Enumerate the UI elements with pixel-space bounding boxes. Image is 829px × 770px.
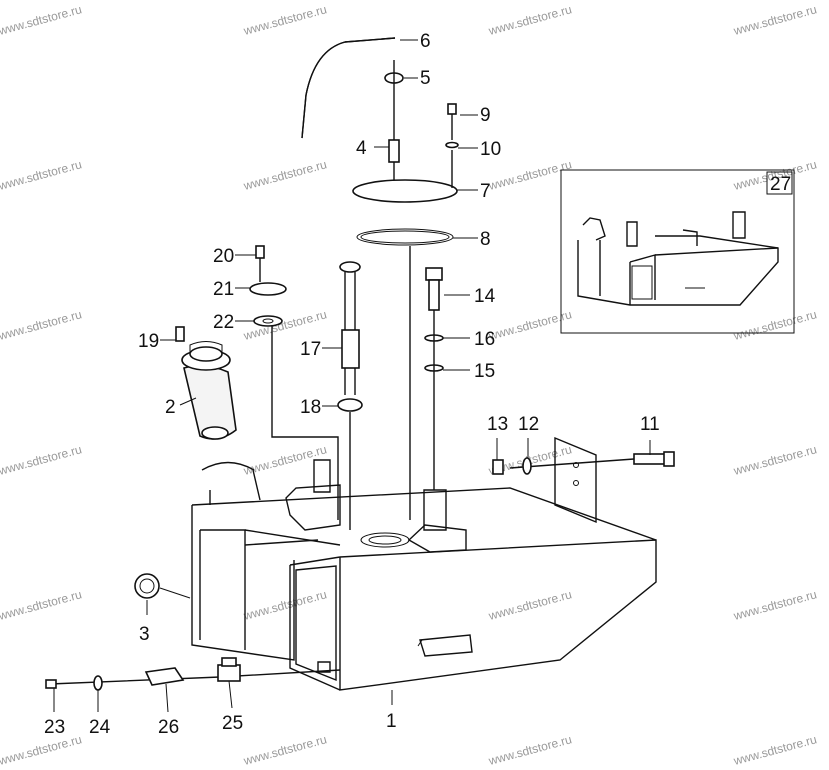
- callout-27: 27: [770, 174, 791, 195]
- watermark-text: www.sdtstore.ru: [241, 307, 328, 343]
- bolt-assembly: [424, 267, 444, 490]
- watermark-text: www.sdtstore.ru: [0, 307, 83, 343]
- callout-8: 8: [480, 229, 491, 250]
- washer: [445, 141, 459, 149]
- callout-15: 15: [474, 361, 495, 382]
- watermark-text: www.sdtstore.ru: [731, 442, 818, 478]
- filler-neck: [181, 341, 237, 440]
- assembly-inset: [560, 169, 795, 334]
- callout-5: 5: [420, 68, 431, 89]
- callout-17: 17: [300, 339, 321, 360]
- callout-26: 25: [222, 713, 243, 734]
- watermark-text: www.sdtstore.ru: [0, 157, 83, 193]
- vent-pipe: [301, 37, 396, 139]
- callout-22: 22: [213, 312, 234, 333]
- watermark-text: www.sdtstore.ru: [241, 587, 328, 623]
- gasket: [356, 228, 454, 246]
- callout-10: 10: [480, 139, 501, 160]
- watermark-text: www.sdtstore.ru: [731, 732, 818, 768]
- callout-16: 16: [474, 329, 495, 350]
- watermark-text: www.sdtstore.ru: [0, 732, 83, 768]
- watermark-text: www.sdtstore.ru: [241, 732, 328, 768]
- callout-18: 18: [300, 397, 321, 418]
- cap-plug: [134, 573, 160, 599]
- watermark-text: www.sdtstore.ru: [486, 732, 573, 768]
- watermark-text: www.sdtstore.ru: [486, 307, 573, 343]
- watermark-text: www.sdtstore.ru: [486, 587, 573, 623]
- callout-4: 4: [356, 138, 367, 159]
- callout-14: 14: [474, 286, 496, 307]
- sender-flange: [352, 179, 458, 203]
- callout-20: 20: [213, 246, 234, 267]
- callout-12: 12: [518, 414, 539, 435]
- watermark-text: www.sdtstore.ru: [731, 307, 818, 343]
- callout-6: 6: [420, 31, 431, 52]
- callout-25: 26: [158, 717, 179, 738]
- watermark-text: www.sdtstore.ru: [0, 442, 83, 478]
- callout-11: 11: [640, 414, 660, 435]
- watermark-text: www.sdtstore.ru: [241, 2, 328, 38]
- drain-parts: [45, 657, 341, 691]
- watermark-text: www.sdtstore.ru: [0, 587, 83, 623]
- callout-labels: 1 2 3 4 5 6 7 8 9 10 11 12 13 14 15 16 1…: [44, 31, 791, 738]
- watermark-text: www.sdtstore.ru: [731, 587, 818, 623]
- callout-9: 9: [480, 105, 491, 126]
- side-bolt: [492, 451, 675, 475]
- small-parts: [175, 245, 339, 520]
- callout-3: 3: [139, 624, 150, 645]
- watermark-text: www.sdtstore.ru: [486, 157, 573, 193]
- screw: [447, 103, 457, 115]
- callout-24: 24: [89, 717, 111, 738]
- callout-1: 1: [386, 711, 397, 732]
- callout-19: 19: [138, 331, 159, 352]
- leader-lines: [53, 39, 651, 713]
- watermark-text: www.sdtstore.ru: [241, 157, 328, 193]
- fuel-tank: [191, 436, 657, 691]
- fuel-pickup: [337, 261, 363, 530]
- watermark-text: www.sdtstore.ru: [0, 2, 83, 38]
- watermark-text: www.sdtstore.ru: [486, 2, 573, 38]
- callout-2: 2: [165, 397, 176, 418]
- callout-7: 7: [480, 181, 491, 202]
- callout-23: 23: [44, 717, 65, 738]
- callout-13: 13: [487, 414, 508, 435]
- fitting: [388, 139, 400, 163]
- callout-21: 21: [213, 279, 234, 300]
- watermark-text: www.sdtstore.ru: [731, 2, 818, 38]
